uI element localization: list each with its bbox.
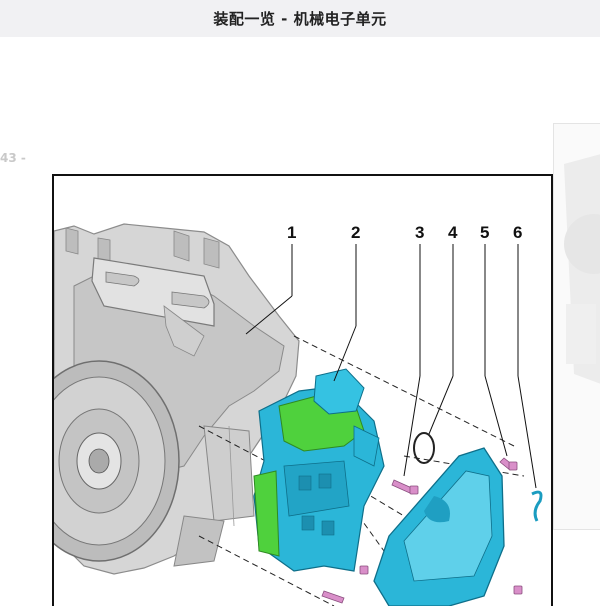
callout-1: 1	[287, 223, 296, 242]
transmission-housing	[54, 223, 300, 575]
callout-6: 6	[513, 223, 522, 242]
assembly-diagram: 1 2 3 4 5 6	[52, 174, 553, 606]
page-header: 装配一览 - 机械电子单元	[0, 0, 600, 37]
callout-2: 2	[351, 223, 360, 242]
o-ring	[413, 432, 435, 464]
exploded-view-illustration: 1 2 3 4 5 6	[54, 223, 543, 606]
mechatronic-unit	[253, 368, 385, 572]
thumbnail-drawing	[564, 154, 600, 384]
retaining-clip	[531, 490, 543, 522]
callout-3: 3	[415, 223, 424, 242]
next-figure-thumbnail[interactable]	[553, 123, 600, 530]
sidebar-page-label: 43 -	[0, 151, 26, 165]
callout-4: 4	[448, 223, 458, 242]
leader-lines	[245, 244, 537, 489]
callout-5: 5	[480, 223, 489, 242]
callout-labels: 1 2 3 4 5 6	[287, 223, 522, 242]
page-title: 装配一览 - 机械电子单元	[213, 10, 387, 28]
oil-pan-cover	[373, 447, 505, 606]
